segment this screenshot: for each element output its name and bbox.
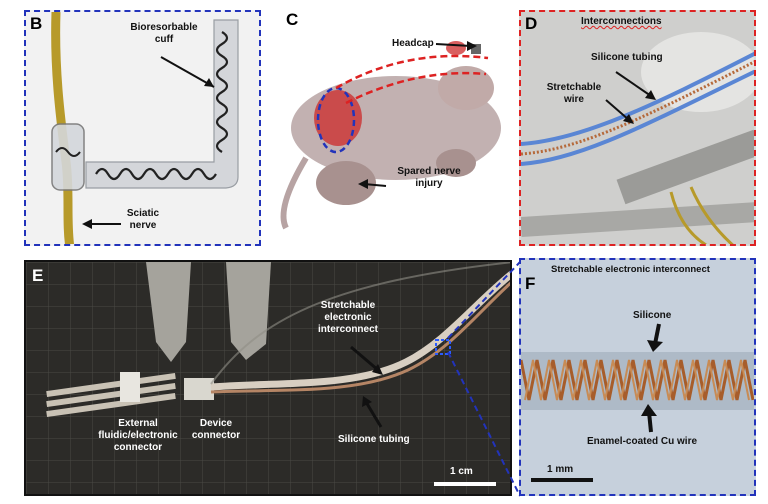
stretchable-wire-annotation: Stretchable wire <box>546 82 602 105</box>
panel-f-micrograph <box>521 260 754 494</box>
silicone-annotation: Silicone <box>633 310 672 321</box>
silicone-tubing-annotation: Silicone tubing <box>591 52 663 63</box>
panel-e: E Stretchable electronic interconnect Ex… <box>24 260 512 496</box>
panel-f-label: F <box>525 274 536 293</box>
spared-nerve-injury-annotation: Spared nerve injury <box>397 166 461 189</box>
cuff-wrap <box>51 123 85 191</box>
panel-d-illustration <box>521 12 754 244</box>
panel-f-title: Stretchable electronic interconnect <box>551 264 710 275</box>
stretchable-interconnect-annotation: Stretchable electronic interconnect <box>317 300 378 335</box>
cuff-band <box>85 19 239 189</box>
scale-label-f: 1 mm <box>547 464 574 475</box>
panel-d-title: Interconnections <box>581 16 662 27</box>
panel-e-photo <box>26 262 510 494</box>
device-connector <box>184 378 214 400</box>
caliper-jaw-left <box>146 262 191 362</box>
headcap-annotation: Headcap <box>392 38 434 49</box>
cuff-wire-vertical <box>215 31 229 153</box>
panel-c-label: C <box>286 10 299 29</box>
panel-d-label: D <box>525 14 538 33</box>
external-connector-annotation: External fluidic/electronic connector <box>98 418 178 453</box>
external-connector <box>120 372 140 402</box>
device-connector-annotation: Device connector <box>191 418 241 441</box>
copper-coil <box>521 359 754 401</box>
scale-bar-f <box>531 478 593 482</box>
panel-e-label: E <box>32 266 44 285</box>
panel-c-illustration <box>280 41 501 230</box>
panel-b-label: B <box>30 14 43 33</box>
arrow-cuff <box>160 56 215 88</box>
panel-b: B Bioresorbable cuff Sciatic nerve <box>24 10 261 246</box>
sciatic-nerve-annotation: Sciatic nerve <box>126 208 160 231</box>
enamel-wire-annotation: Enamel-coated Cu wire <box>587 436 698 447</box>
panel-b-illustration <box>51 12 239 244</box>
cuff-annotation: Bioresorbable cuff <box>130 22 198 45</box>
panel-c: C Headcap Spared nerve injury <box>266 8 514 248</box>
silicone-tubing-e-annotation: Silicone tubing <box>338 434 410 445</box>
scale-label-e: 1 cm <box>450 466 473 477</box>
panel-f: F Stretchable electronic interconnect Si… <box>519 258 756 496</box>
panel-d: D Interconnections Silicone tubing Stret… <box>519 10 756 246</box>
cuff-wire-horizontal <box>95 167 217 181</box>
implant-site <box>314 90 362 146</box>
scale-bar-e <box>434 482 496 486</box>
